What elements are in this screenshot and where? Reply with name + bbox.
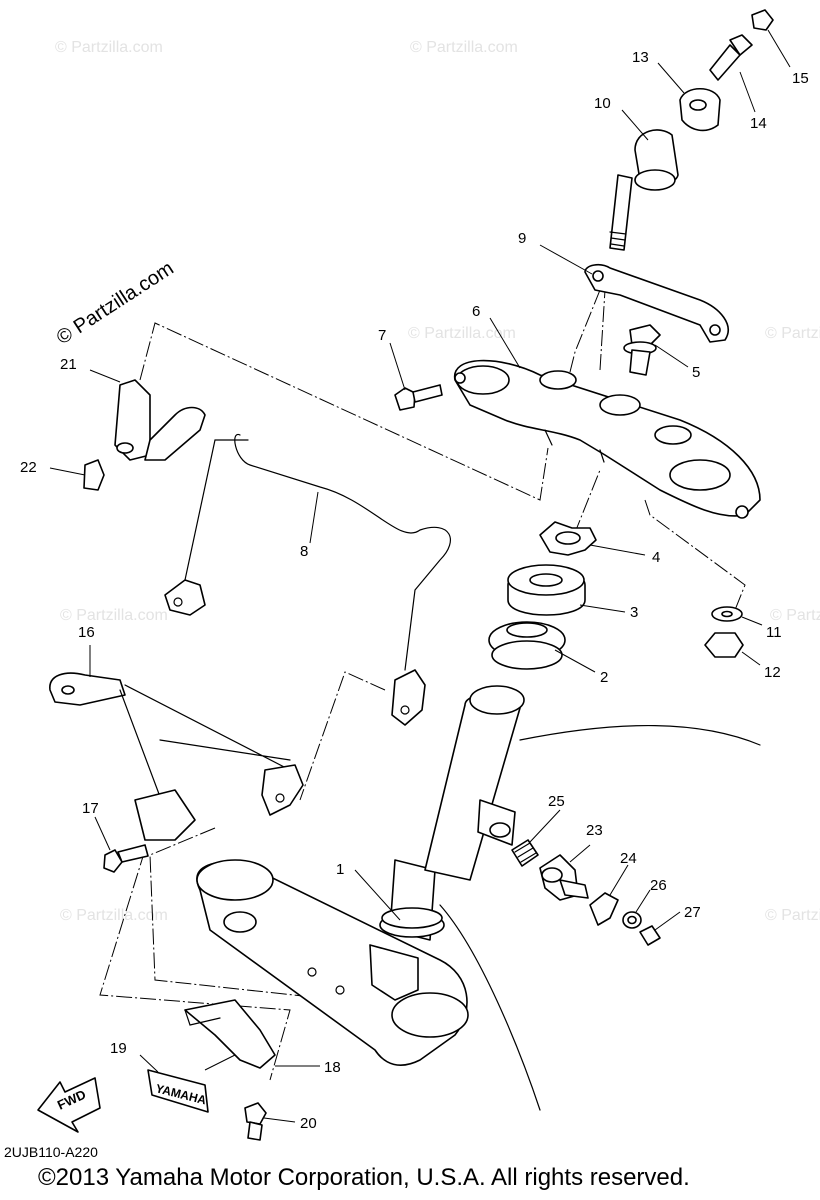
callout-18: 18 <box>324 1059 341 1076</box>
upper-holder-bolt-nut <box>679 9 774 132</box>
callout-16: 16 <box>78 624 95 641</box>
svg-text:© Partzilla.com: © Partzilla.com <box>410 39 518 56</box>
ring-nut <box>539 521 597 556</box>
callout-2: 2 <box>600 669 608 686</box>
washer-nut <box>704 606 744 658</box>
callout-21: 21 <box>60 356 77 373</box>
callout-3: 3 <box>630 604 638 621</box>
bracket-plate <box>584 263 729 343</box>
callout-8: 8 <box>300 543 308 560</box>
callout-13: 13 <box>632 49 649 66</box>
svg-text:© Partzilla.com: © Partzilla.com <box>770 607 820 624</box>
svg-text:© Partzilla.com: © Partzilla.com <box>765 907 820 924</box>
callout-17: 17 <box>82 800 99 817</box>
callout-24: 24 <box>620 850 637 867</box>
callout-22: 22 <box>20 459 37 476</box>
leader-lines <box>49 29 791 1123</box>
bolt-7 <box>394 384 443 411</box>
flange-bolt-5 <box>623 324 661 376</box>
callout-12: 12 <box>764 664 781 681</box>
cable-8 <box>164 434 451 726</box>
headlight-stay <box>49 672 304 873</box>
fwd-arrow: FWD <box>37 1077 101 1133</box>
emblem-holder: YAMAHA <box>147 999 276 1141</box>
reference-lines <box>99 289 746 1081</box>
callout-4: 4 <box>652 549 660 566</box>
callout-10: 10 <box>594 95 611 112</box>
callout-numbers: 1 2 3 4 5 6 7 8 9 10 11 12 13 14 15 16 1… <box>20 49 809 1132</box>
callout-11: 11 <box>766 624 782 641</box>
callout-9: 9 <box>518 230 526 247</box>
callout-14: 14 <box>750 115 767 132</box>
svg-text:© Partzilla.com: © Partzilla.com <box>55 39 163 56</box>
handlebar-holder <box>609 129 679 251</box>
watermark-main: © Partzilla.com <box>53 257 178 349</box>
callout-6: 6 <box>472 303 480 320</box>
handle-crown <box>454 359 761 519</box>
callout-27: 27 <box>684 904 701 921</box>
meter-bracket <box>83 379 206 491</box>
callout-23: 23 <box>586 822 603 839</box>
steering-lock-parts <box>511 839 661 946</box>
steering-stem <box>196 685 761 1111</box>
bearing <box>488 621 566 670</box>
svg-text:© Partzilla.com: © Partzilla.com <box>765 325 820 342</box>
callout-25: 25 <box>548 793 565 810</box>
callout-15: 15 <box>792 70 809 87</box>
copyright-notice: ©2013 Yamaha Motor Corporation, U.S.A. A… <box>38 1164 690 1191</box>
callout-7: 7 <box>378 327 386 344</box>
bearing-cover <box>507 564 586 616</box>
callout-5: 5 <box>692 364 700 381</box>
svg-text:© Partzilla.com: © Partzilla.com <box>60 607 168 624</box>
diagram-code: 2UJB110-A220 <box>4 1144 98 1160</box>
callout-20: 20 <box>300 1115 317 1132</box>
svg-text:© Partzilla.com: © Partzilla.com <box>408 325 516 342</box>
watermark-faint: © Partzilla.com © Partzilla.com © Partzi… <box>55 39 820 924</box>
callout-19: 19 <box>110 1040 127 1057</box>
callout-26: 26 <box>650 877 667 894</box>
svg-text:© Partzilla.com: © Partzilla.com <box>60 907 168 924</box>
callout-1: 1 <box>336 861 344 878</box>
